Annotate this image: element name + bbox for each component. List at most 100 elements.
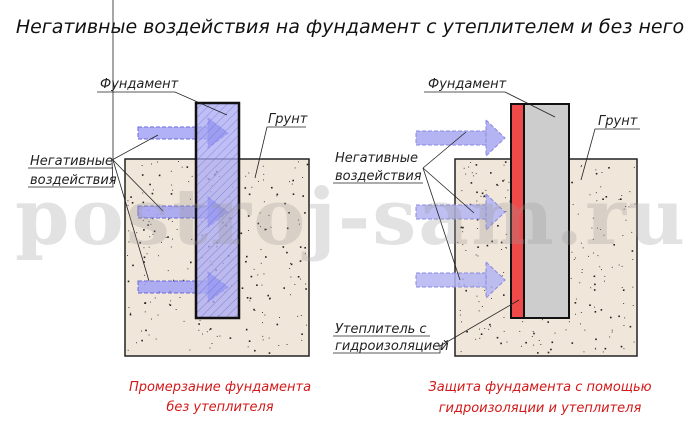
soil-speckle: [178, 161, 179, 162]
soil-speckle: [299, 246, 302, 248]
soil-speckle: [297, 219, 299, 221]
soil-speckle: [304, 212, 306, 214]
soil-speckle: [604, 347, 607, 350]
soil-speckle: [256, 284, 258, 286]
soil-speckle: [595, 338, 597, 341]
soil-speckle: [633, 341, 635, 343]
soil-speckle: [250, 275, 253, 278]
foundation-label: Фундамент: [100, 77, 179, 92]
soil-speckle: [481, 192, 484, 195]
soil-speckle: [593, 252, 594, 254]
soil-speckle: [142, 192, 144, 194]
soil-speckle: [465, 250, 467, 251]
soil-speckle: [471, 172, 473, 174]
soil-speckle: [500, 241, 503, 244]
soil-speckle: [540, 344, 542, 345]
soil-speckle: [466, 331, 468, 333]
soil-speckle: [629, 325, 632, 328]
soil-speckle: [248, 230, 249, 231]
soil-speckle: [190, 198, 191, 200]
soil-speckle: [625, 206, 627, 207]
soil-speckle: [475, 173, 477, 175]
soil-speckle: [262, 165, 264, 167]
soil-speckle: [172, 238, 173, 240]
soil-speckle: [153, 230, 156, 233]
right-caption: гидроизоляции и утеплителя: [439, 401, 642, 416]
soil-speckle: [581, 269, 583, 270]
soil-speckle: [155, 338, 157, 340]
soil-speckle: [292, 193, 295, 195]
soil-speckle: [290, 262, 291, 264]
soil-speckle: [568, 321, 570, 323]
soil-speckle: [278, 345, 280, 346]
soil-speckle: [188, 181, 190, 183]
soil-speckle: [507, 189, 509, 191]
soil-speckle: [461, 190, 463, 192]
soil-speckle: [621, 195, 623, 196]
soil-speckle: [141, 330, 142, 332]
soil-speckle: [622, 289, 625, 291]
soil-speckle: [483, 196, 485, 198]
soil-speckle: [496, 183, 498, 186]
soil-speckle: [591, 227, 593, 229]
soil-speckle: [525, 341, 527, 344]
soil-speckle: [571, 342, 574, 344]
soil-speckle: [128, 230, 130, 232]
soil-speckle: [276, 193, 279, 196]
soil-speckle: [167, 236, 169, 238]
soil-speckle: [229, 337, 232, 339]
arrow: [415, 118, 506, 158]
soil-speckle: [300, 278, 301, 280]
soil-speckle: [629, 191, 631, 193]
soil-speckle: [506, 341, 508, 343]
soil-speckle: [602, 351, 604, 353]
soil-speckle: [565, 329, 567, 331]
foundation-label: Фундамент: [428, 77, 507, 92]
soil-speckle: [171, 184, 173, 186]
soil-speckle: [306, 163, 309, 166]
right-caption: Защита фундамента с помощью: [428, 380, 651, 395]
soil-speckle: [605, 196, 608, 198]
soil-speckle: [623, 303, 625, 304]
soil-speckle: [209, 328, 212, 330]
soil-speckle: [622, 235, 624, 236]
soil-speckle: [167, 270, 169, 272]
soil-speckle: [594, 306, 595, 308]
soil-speckle: [170, 300, 172, 302]
soil-speckle: [460, 226, 463, 229]
soil-speckle: [533, 332, 535, 335]
soil-speckle: [601, 172, 603, 173]
soil-speckle: [476, 228, 478, 229]
soil-speckle: [554, 332, 556, 334]
soil-speckle: [582, 247, 584, 249]
soil-speckle: [621, 287, 623, 288]
soil-speckle: [624, 317, 626, 319]
soil-speckle: [147, 224, 149, 226]
soil-speckle: [305, 288, 307, 290]
soil-speckle: [157, 314, 159, 316]
soil-speckle: [479, 328, 480, 330]
soil-speckle: [623, 208, 625, 210]
soil-speckle: [490, 172, 492, 174]
soil-speckle: [457, 241, 459, 243]
soil-speckle: [257, 274, 259, 276]
soil-speckle: [248, 172, 250, 174]
soil-speckle: [631, 231, 633, 233]
soil-speckle: [542, 319, 543, 321]
soil-speckle: [245, 328, 248, 331]
soil-speckle: [551, 341, 554, 344]
soil-speckle: [463, 167, 465, 169]
soil-speckle: [597, 227, 598, 229]
soil-speckle: [460, 351, 462, 353]
soil-speckle: [259, 212, 261, 214]
soil-speckle: [600, 309, 603, 311]
soil-speckle: [289, 268, 291, 269]
soil-speckle: [247, 215, 250, 217]
soil-speckle: [145, 329, 147, 332]
soil-speckle: [216, 335, 218, 337]
soil-speckle: [571, 181, 573, 184]
soil-speckle: [505, 247, 507, 248]
soil-speckle: [258, 180, 259, 182]
soil-label: Грунт: [268, 112, 308, 127]
soil-speckle: [199, 319, 201, 321]
